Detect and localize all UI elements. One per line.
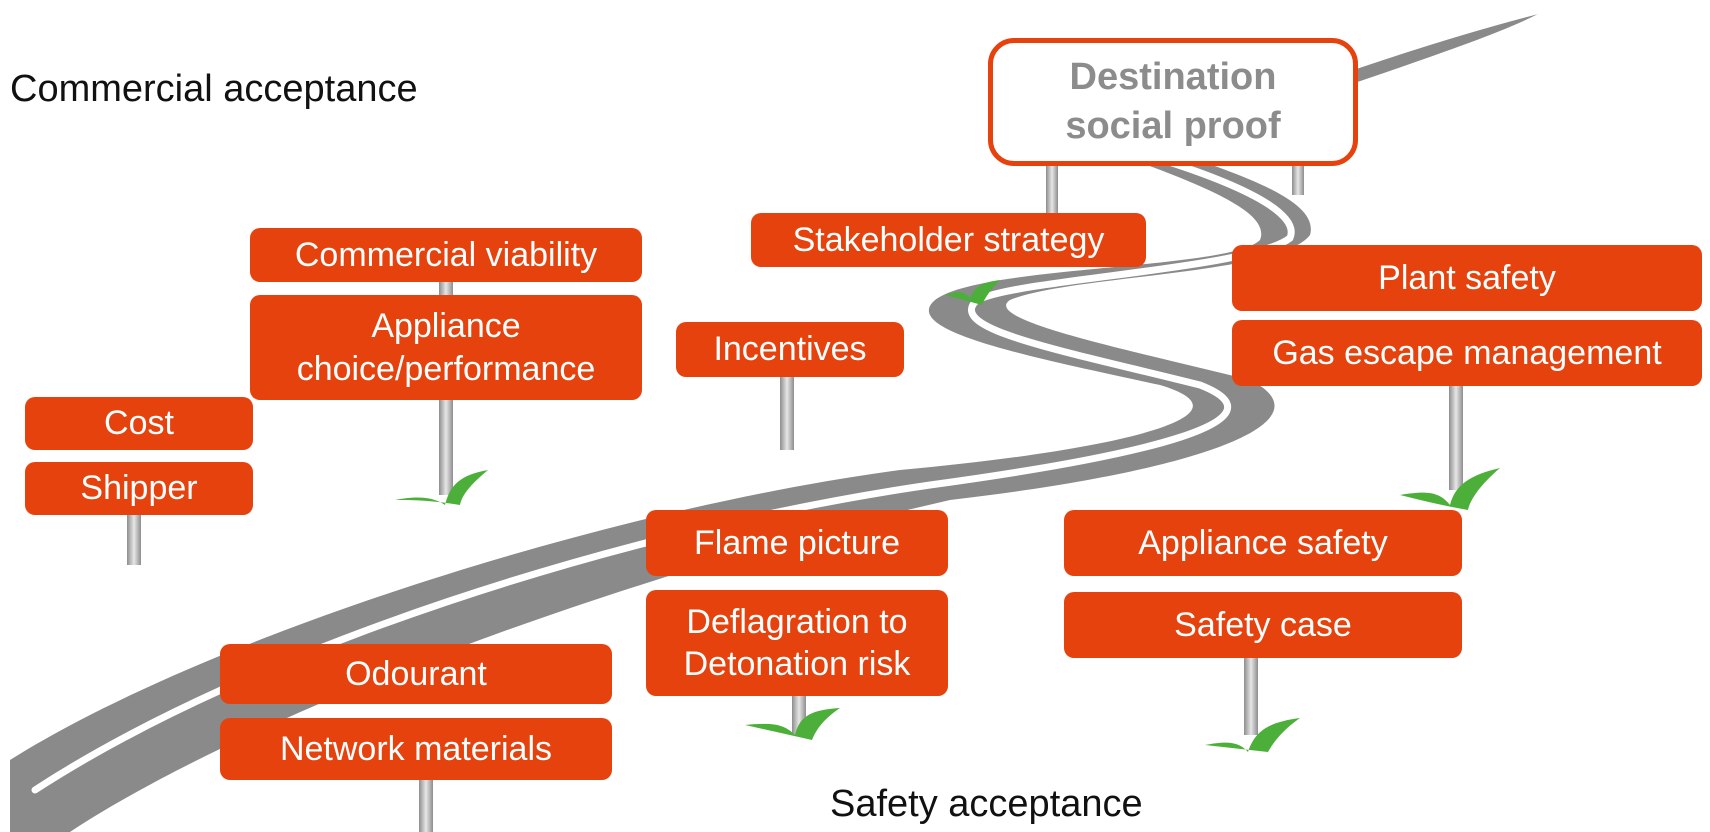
sign-odourant: Odourant [220,644,612,704]
sign-gas-escape-management: Gas escape management [1232,320,1702,386]
grass-tufts [395,280,1500,752]
sign-deflagration-risk: Deflagration to Detonation risk [646,590,948,696]
sign-cost: Cost [25,397,253,450]
sign-safety-case: Safety case [1064,592,1462,658]
sign-plant-safety: Plant safety [1232,245,1702,311]
sign-shipper: Shipper [25,462,253,515]
safety-acceptance-heading: Safety acceptance [830,783,1143,825]
destination-sign: Destination social proof [988,38,1358,166]
sign-commercial-viability: Commercial viability [250,228,642,282]
sign-incentives: Incentives [676,322,904,377]
sign-appliance-choice: Appliance choice/performance [250,295,642,400]
sign-stakeholder-strategy: Stakeholder strategy [751,213,1146,267]
sign-appliance-safety: Appliance safety [1064,510,1462,576]
sign-flame-picture: Flame picture [646,510,948,576]
commercial-acceptance-heading: Commercial acceptance [10,68,418,110]
sign-network-materials: Network materials [220,718,612,780]
